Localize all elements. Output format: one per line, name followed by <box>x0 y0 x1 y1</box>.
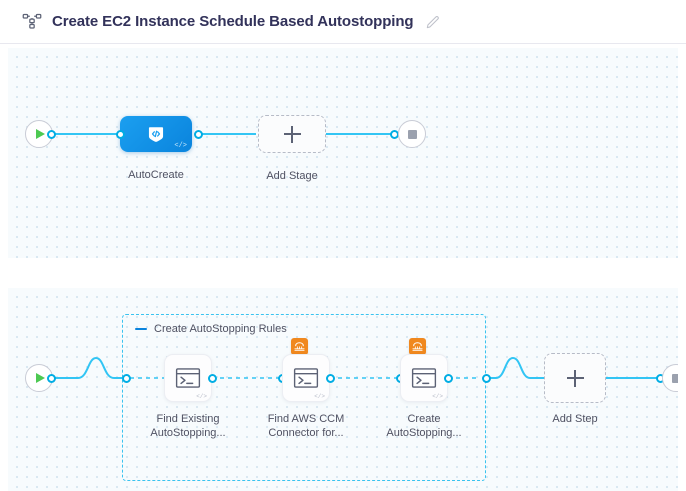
step-group-create-autostopping-rules[interactable]: Create AutoStopping Rules <box>122 314 486 481</box>
shell-script-icon <box>293 368 319 388</box>
shell-script-icon <box>175 368 201 388</box>
stage-connector-wires <box>51 133 394 135</box>
add-step-label: Add Step <box>552 413 598 425</box>
step-1-out-port[interactable] <box>208 373 217 383</box>
stop-icon <box>407 129 417 139</box>
stage-node-out-port[interactable] <box>194 129 203 139</box>
stages-canvas[interactable]: </> AutoCreate Add Stage <box>8 48 678 258</box>
step-1-label: Find Existing AutoStopping... <box>150 413 226 439</box>
add-stage-label: Add Stage <box>266 170 318 182</box>
aws-icon-badge-step-2 <box>291 338 308 355</box>
step-group-title: Create AutoStopping Rules <box>154 323 287 335</box>
step-3-out-port[interactable] <box>444 373 453 383</box>
stage-node-label: AutoCreate <box>128 169 184 181</box>
play-icon <box>36 373 45 383</box>
code-tag-icon: </> <box>174 142 187 150</box>
minus-icon[interactable] <box>135 328 147 330</box>
page-title: Create EC2 Instance Schedule Based Autos… <box>52 13 414 30</box>
add-stage-button[interactable] <box>258 115 326 153</box>
aws-icon-badge-step-3 <box>409 338 426 355</box>
step-group-out-port[interactable] <box>482 373 491 383</box>
aws-icon <box>412 342 423 351</box>
stop-icon <box>671 373 678 383</box>
step-2-out-port[interactable] <box>326 373 335 383</box>
code-tag-icon: </> <box>196 393 207 400</box>
step-3-label: Create AutoStopping... <box>386 413 462 439</box>
step-node-create-autostopping[interactable]: </> <box>400 354 448 402</box>
step-end-node[interactable] <box>662 364 678 392</box>
plus-icon <box>566 369 584 387</box>
code-tag-icon: </> <box>314 393 325 400</box>
stage-node-in-port[interactable] <box>116 129 125 139</box>
add-step-button[interactable] <box>544 353 606 403</box>
stage-node-autocreate[interactable]: </> <box>120 116 192 152</box>
step-start-port[interactable] <box>47 373 56 383</box>
step-1-in-port[interactable] <box>122 373 131 383</box>
shell-script-icon <box>411 368 437 388</box>
step-2-label: Find AWS CCM Connector for... <box>267 413 345 439</box>
steps-canvas[interactable]: Create AutoStopping Rules </> Find Exist… <box>8 288 678 491</box>
plus-icon <box>283 125 301 143</box>
stage-start-port[interactable] <box>47 129 56 139</box>
page-header: Create EC2 Instance Schedule Based Autos… <box>0 0 686 44</box>
pencil-icon[interactable] <box>425 14 441 30</box>
play-icon <box>36 129 45 139</box>
step-node-find-existing-autostopping[interactable]: </> <box>164 354 212 402</box>
step-group-header[interactable]: Create AutoStopping Rules <box>135 323 287 335</box>
aws-icon <box>294 342 305 351</box>
step-node-find-aws-ccm-connector[interactable]: </> <box>282 354 330 402</box>
shield-code-icon <box>148 127 164 142</box>
code-tag-icon: </> <box>432 393 443 400</box>
pipeline-icon <box>22 13 42 29</box>
stage-end-node[interactable] <box>398 120 426 148</box>
